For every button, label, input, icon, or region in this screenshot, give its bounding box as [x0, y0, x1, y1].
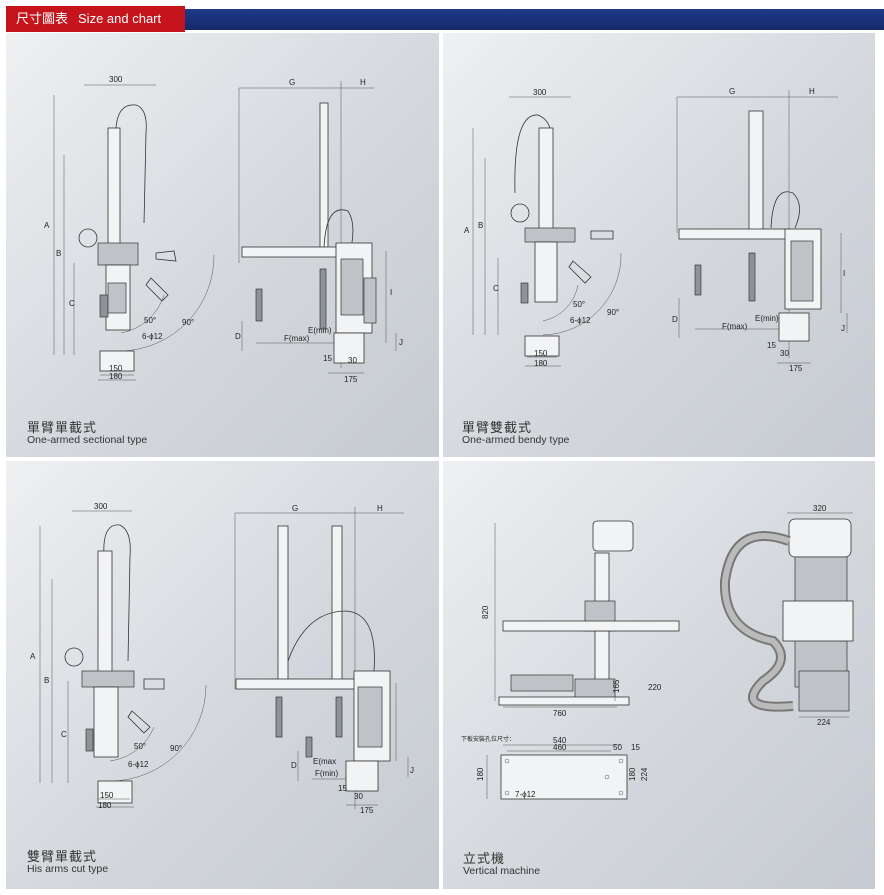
dimension-label: D — [235, 332, 241, 341]
dimension-label: E(min) — [755, 314, 779, 323]
dimension-label: 180 — [476, 767, 485, 781]
dimension-label: 760 — [553, 709, 567, 718]
dimension-label: 6-ϕ12 — [570, 316, 591, 325]
dimension-label: 50° — [134, 742, 146, 751]
dimension-label: 30 — [354, 792, 363, 801]
header-title-cn: 尺寸圖表 — [16, 11, 69, 26]
dimension-label: J — [399, 338, 403, 347]
dimension-label: 300 — [109, 75, 123, 84]
dimension-label: 300 — [533, 88, 547, 97]
caption-cn-1: 單臂單截式 — [27, 420, 98, 435]
dimension-label: 180 — [98, 801, 112, 810]
dimension-label: B — [56, 249, 61, 258]
caption-cn-3: 雙臂單截式 — [27, 849, 98, 864]
dimension-label: 224 — [640, 767, 649, 781]
dimension-label: F(max) — [284, 334, 310, 343]
dimension-label: E(min) — [308, 326, 332, 335]
dimension-label: 90° — [170, 744, 182, 753]
dimension-label: A — [464, 226, 470, 235]
drawing-one-armed-sectional: 300 A B C 50° 90° 6-ϕ12 150 180 G H — [44, 75, 403, 384]
caption-en-4: Vertical machine — [463, 865, 541, 877]
header-title-en: Size and chart — [78, 11, 162, 26]
dimension-label: I — [390, 288, 392, 297]
dimension-label: B — [478, 221, 483, 230]
dimension-label: A — [30, 652, 36, 661]
dimension-label: 150 — [100, 791, 114, 800]
caption-en-2: One-armed bendy type — [462, 434, 570, 446]
dimension-label: 180 — [109, 372, 123, 381]
panel-his-arms-cut: 300 A B C 50° 90° 6-ϕ12 150 180 G H — [6, 461, 439, 889]
dimension-label: 90° — [607, 308, 619, 317]
dimension-label: 15 — [338, 784, 347, 793]
page-header: 尺寸圖表 Size and chart — [0, 0, 884, 38]
panel-one-armed-bendy: 300 A B C 50° 90° 6-ϕ12 150 180 G H — [443, 33, 875, 457]
dimension-label: H — [809, 87, 815, 96]
dimension-label: 90° — [182, 318, 194, 327]
dimension-label: 150 — [534, 349, 548, 358]
dimension-label: H — [360, 78, 366, 87]
dimension-label: 7-ϕ12 — [515, 790, 536, 799]
dimension-label: G — [289, 78, 295, 87]
dimension-label: 300 — [94, 502, 108, 511]
dimension-label: A — [44, 221, 50, 230]
dimension-label: 224 — [817, 718, 831, 727]
dimension-label: 175 — [360, 806, 374, 815]
dimension-label: 175 — [789, 364, 803, 373]
drawing-one-armed-bendy: 300 A B C 50° 90° 6-ϕ12 150 180 G H — [464, 87, 848, 373]
dimension-label: H — [377, 504, 383, 513]
drawing-vertical-machine: 820 760 165 220 320 224 下板安裝孔位尺寸： 540 46… — [461, 504, 854, 800]
dimension-label: 220 — [648, 683, 662, 692]
dimension-label: I — [843, 269, 845, 278]
panel-one-armed-sectional: 300 A B C 50° 90° 6-ϕ12 150 180 G H — [6, 33, 439, 457]
caption-cn-2: 單臂雙截式 — [462, 420, 533, 435]
dimension-label: 50° — [144, 316, 156, 325]
dimension-label: F(min) — [315, 769, 338, 778]
dimension-label: 50 — [613, 743, 622, 752]
dimension-label: 30 — [780, 349, 789, 358]
dimension-label: C — [493, 284, 499, 293]
dimension-label: 下板安裝孔位尺寸： — [461, 735, 515, 743]
dimension-label: 175 — [344, 375, 358, 384]
header-title: 尺寸圖表 Size and chart — [6, 6, 185, 32]
dimension-label: 165 — [612, 679, 621, 693]
dimension-label: D — [672, 315, 678, 324]
dimension-label: 6-ϕ12 — [128, 760, 149, 769]
panel-vertical-machine: 820 760 165 220 320 224 下板安裝孔位尺寸： 540 46… — [443, 461, 875, 889]
dimension-label: J — [841, 324, 845, 333]
drawing-his-arms-cut: 300 A B C 50° 90° 6-ϕ12 150 180 G H — [30, 502, 414, 815]
caption-en-3: His arms cut type — [27, 863, 109, 875]
dimension-label: 30 — [348, 356, 357, 365]
dimension-label: 15 — [767, 341, 776, 350]
dimension-label: 180 — [534, 359, 548, 368]
dimension-label: 15 — [323, 354, 332, 363]
dimension-label: 150 — [109, 364, 123, 373]
dimension-label: C — [69, 299, 75, 308]
dimension-label: 15 — [631, 743, 640, 752]
dimension-label: C — [61, 730, 67, 739]
header-bar — [185, 9, 884, 30]
dimension-label: 540 — [553, 736, 567, 745]
dimension-label: G — [729, 87, 735, 96]
dimension-label: E(max — [313, 757, 336, 766]
caption-en-1: One-armed sectional type — [27, 434, 148, 446]
dimension-label: 6-ϕ12 — [142, 332, 163, 341]
dimension-label: 460 — [553, 743, 567, 752]
dimension-label: B — [44, 676, 49, 685]
dimension-label: 320 — [813, 504, 827, 513]
dimension-label: G — [292, 504, 298, 513]
dimension-label: D — [291, 761, 297, 770]
dimension-label: F(max) — [722, 322, 748, 331]
dimension-label: 50° — [573, 300, 585, 309]
caption-cn-4: 立式機 — [463, 851, 506, 866]
dimension-label: J — [410, 766, 414, 775]
dimension-label: 820 — [481, 605, 490, 619]
dimension-label: 180 — [628, 767, 637, 781]
